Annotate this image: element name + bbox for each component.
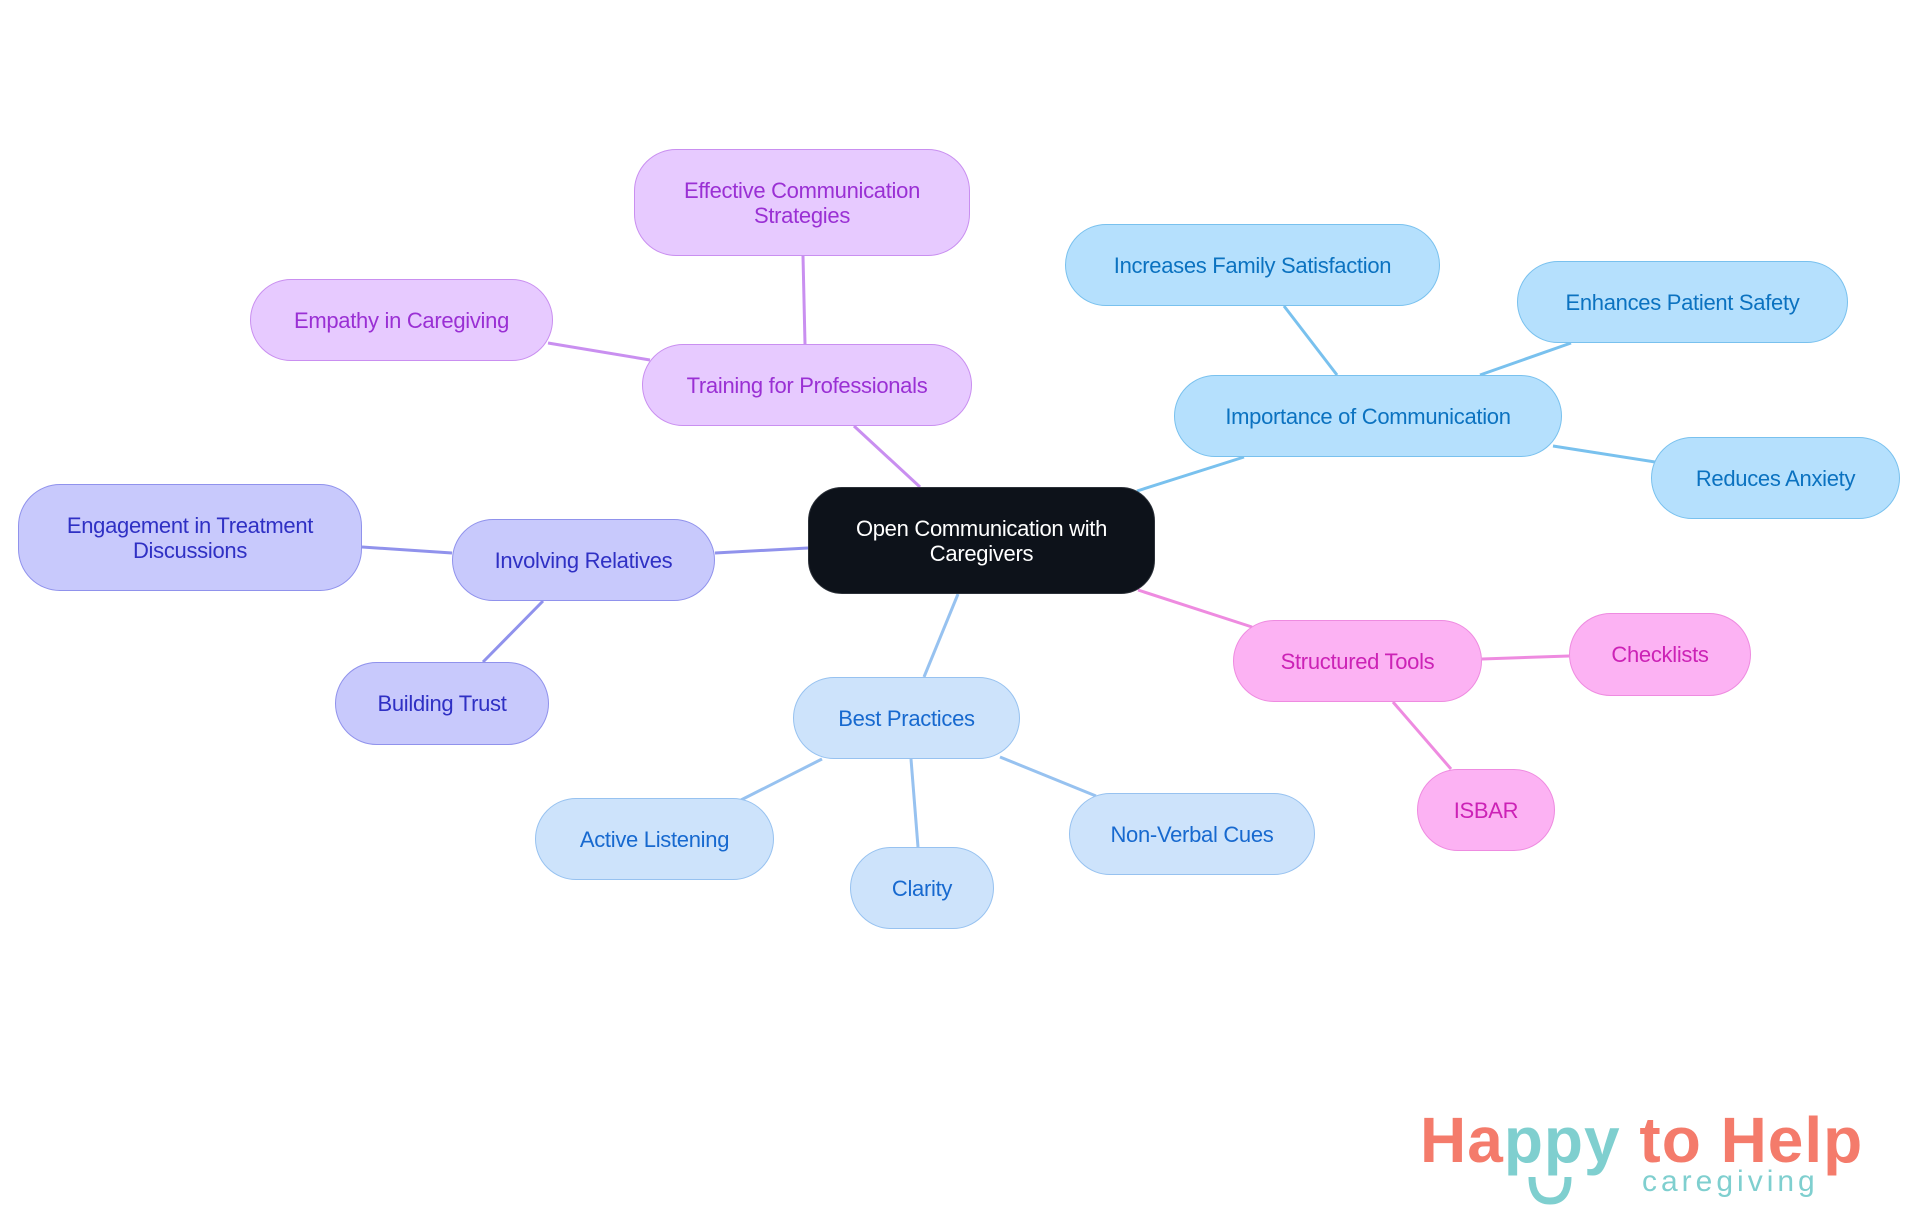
- node-structured-tools[interactable]: Structured Tools: [1233, 620, 1482, 702]
- edge-root-tools: [1137, 588, 1253, 629]
- edge-root-best: [922, 593, 960, 678]
- node-clarity[interactable]: Clarity: [850, 847, 994, 929]
- node-checklists[interactable]: Checklists: [1569, 613, 1751, 696]
- root-node[interactable]: Open Communication with Caregivers: [808, 487, 1155, 594]
- edge-relatives-engagement: [361, 545, 453, 555]
- node-non-verbal-cues[interactable]: Non-Verbal Cues: [1069, 793, 1315, 875]
- node-training-for-professionals[interactable]: Training for Professionals: [642, 344, 972, 426]
- edge-relatives-trust: [481, 599, 545, 664]
- edge-best-listening: [740, 757, 823, 802]
- edge-importance-family: [1282, 305, 1339, 376]
- edge-best-clarity: [909, 758, 920, 848]
- logo-text-part1: Ha: [1420, 1104, 1504, 1176]
- logo-text-part3: to Help: [1620, 1104, 1864, 1176]
- smile-icon: [1528, 1176, 1572, 1205]
- node-involving-relatives[interactable]: Involving Relatives: [452, 519, 715, 601]
- node-engagement-in-treatment-discussions[interactable]: Engagement in Treatment Discussions: [18, 484, 362, 591]
- happy-to-help-logo: Happy to Help caregiving: [1420, 1105, 1890, 1205]
- logo-text-part2: ppy: [1503, 1104, 1621, 1176]
- node-empathy-in-caregiving[interactable]: Empathy in Caregiving: [250, 279, 553, 361]
- node-isbar[interactable]: ISBAR: [1417, 769, 1555, 851]
- logo-subtitle: caregiving: [1642, 1165, 1819, 1198]
- edge-training-empathy: [547, 341, 651, 362]
- edge-root-training: [852, 424, 922, 489]
- node-effective-communication-strategies[interactable]: Effective Communication Strategies: [634, 149, 970, 256]
- node-importance-of-communication[interactable]: Importance of Communication: [1174, 375, 1562, 457]
- edge-training-effective: [801, 255, 807, 345]
- edge-root-importance: [1136, 455, 1245, 493]
- edge-tools-checklists: [1481, 654, 1570, 661]
- node-active-listening[interactable]: Active Listening: [535, 798, 774, 880]
- edge-importance-safety: [1479, 341, 1572, 377]
- edge-best-nonverbal: [999, 755, 1097, 798]
- logo-wordmark: Happy to Help: [1420, 1105, 1863, 1175]
- node-increases-family-satisfaction[interactable]: Increases Family Satisfaction: [1065, 224, 1440, 306]
- edge-root-relatives: [714, 546, 809, 555]
- node-reduces-anxiety[interactable]: Reduces Anxiety: [1651, 437, 1900, 519]
- edge-tools-isbar: [1391, 701, 1453, 770]
- node-enhances-patient-safety[interactable]: Enhances Patient Safety: [1517, 261, 1848, 343]
- node-building-trust[interactable]: Building Trust: [335, 662, 549, 745]
- edge-importance-anxiety: [1552, 444, 1656, 464]
- node-best-practices[interactable]: Best Practices: [793, 677, 1020, 759]
